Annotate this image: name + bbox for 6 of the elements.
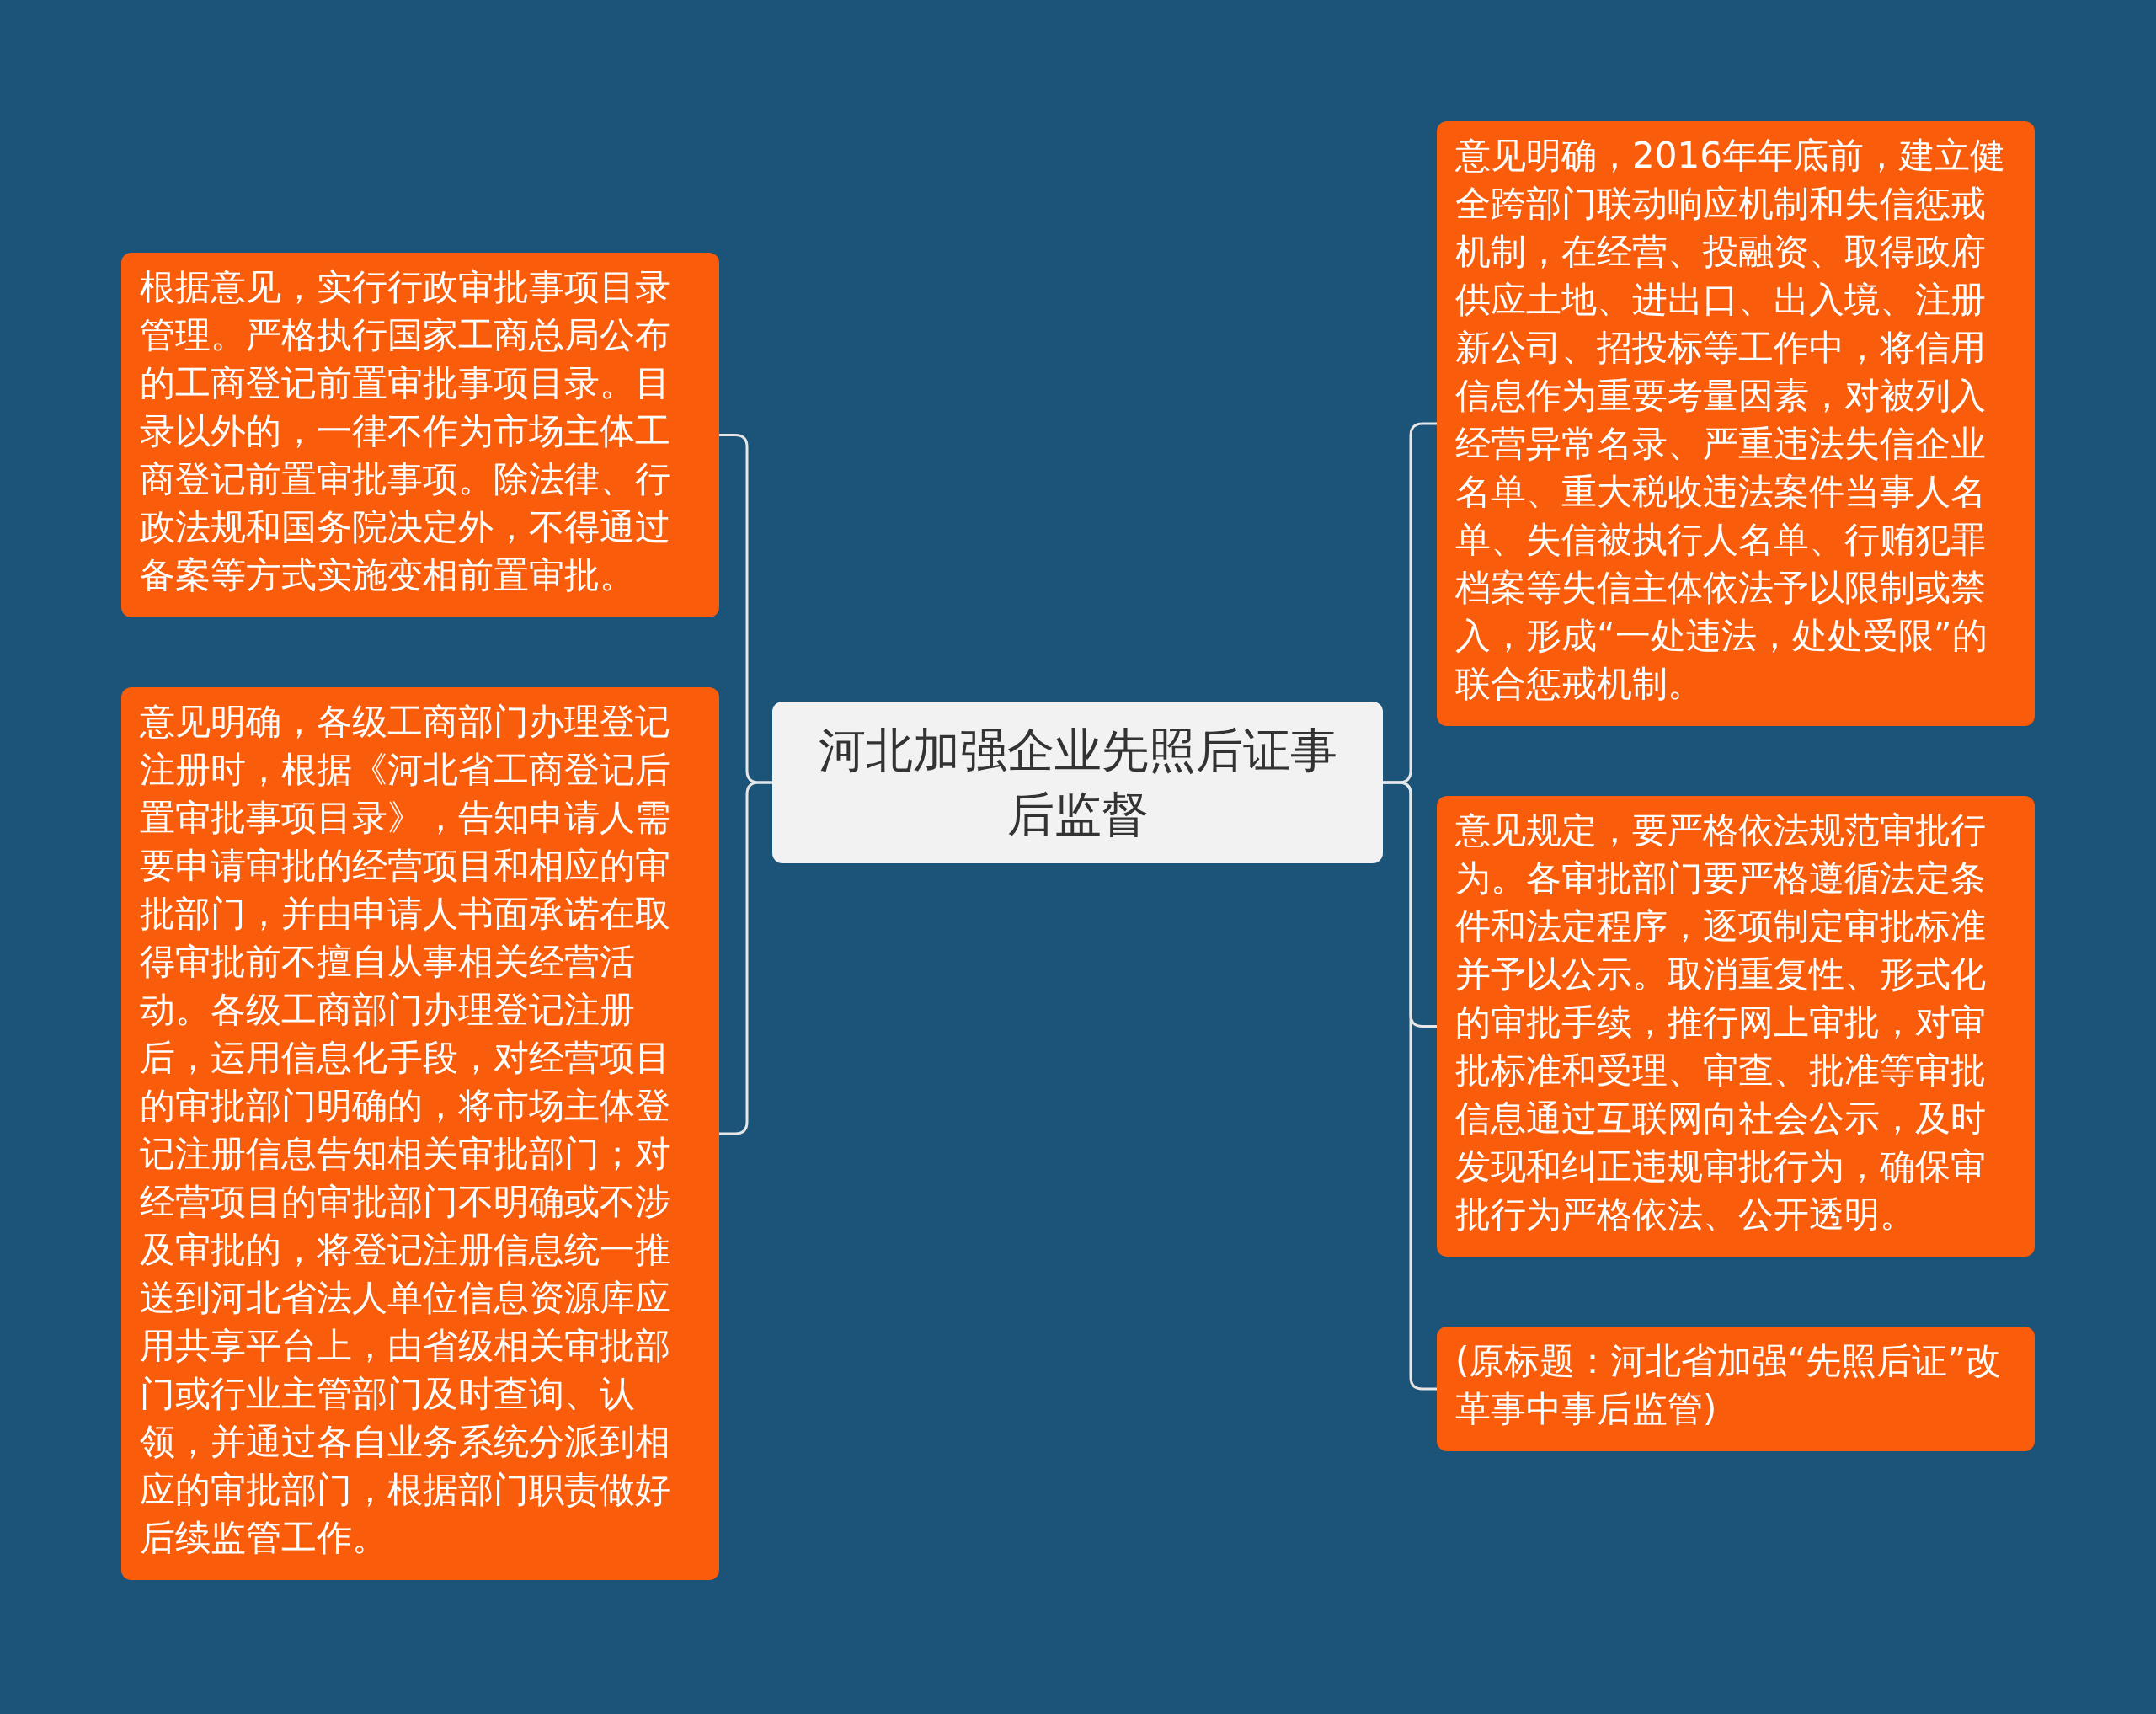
subtopic-box: 意见明确，2016年年底前，建立健全跨部门联动响应机制和失信惩戒机制，在经营、投融资、取得政府供应土地、进出口、出入境、注册新公司、招投标等工作中，将信用信息作为重要考量因素，对被列入经营异常名录、严重违法失信企业名单、重大税收违法案件当事人名单、失信被执行人名单、行贿犯罪档案等失信主体依法予以限制或禁入，形成“一处违法，处处受限”的联合惩戒机制。	[1437, 121, 2035, 726]
subtopic-box: 根据意见，实行行政审批事项目录管理。严格执行国家工商总局公布的工商登记前置审批事项目录。目录以外的，一律不作为市场主体工商登记前置审批事项。除法律、行政法规和国务院决定外，不得通过备案等方式实施变相前置审批。	[121, 253, 719, 617]
subtopic-box: 意见规定，要严格依法规范审批行为。各审批部门要严格遵循法定条件和法定程序，逐项制定审批标准并予以公示。取消重复性、形式化的审批手续，推行网上审批，对审批标准和受理、审查、批准等审批信息通过互联网向社会公示，及时发现和纠正违规审批行为，确保审批行为严格依法、公开透明。	[1437, 796, 2035, 1257]
subtopic-box: 意见明确，各级工商部门办理登记注册时，根据《河北省工商登记后置审批事项目录》，告知申请人需要申请审批的经营项目和相应的审批部门，并由申请人书面承诺在取得审批前不擅自从事相关经营活动。各级工商部门办理登记注册后，运用信息化手段，对经营项目的审批部门明确的，将市场主体登记注册信息告知相关审批部门；对经营项目的审批部门不明确或不涉及审批的，将登记注册信息统一推送到河北省法人单位信息资源库应用共享平台上，由省级相关审批部门或行业主管部门及时查询、认领，并通过各自业务系统分派到相应的审批部门，根据部门职责做好后续监管工作。	[121, 687, 719, 1580]
subtopic-box: (原标题：河北省加强“先照后证”改革事中事后监管)	[1437, 1327, 2035, 1451]
central-topic-box: 河北加强企业先照后证事后监督	[772, 702, 1383, 863]
